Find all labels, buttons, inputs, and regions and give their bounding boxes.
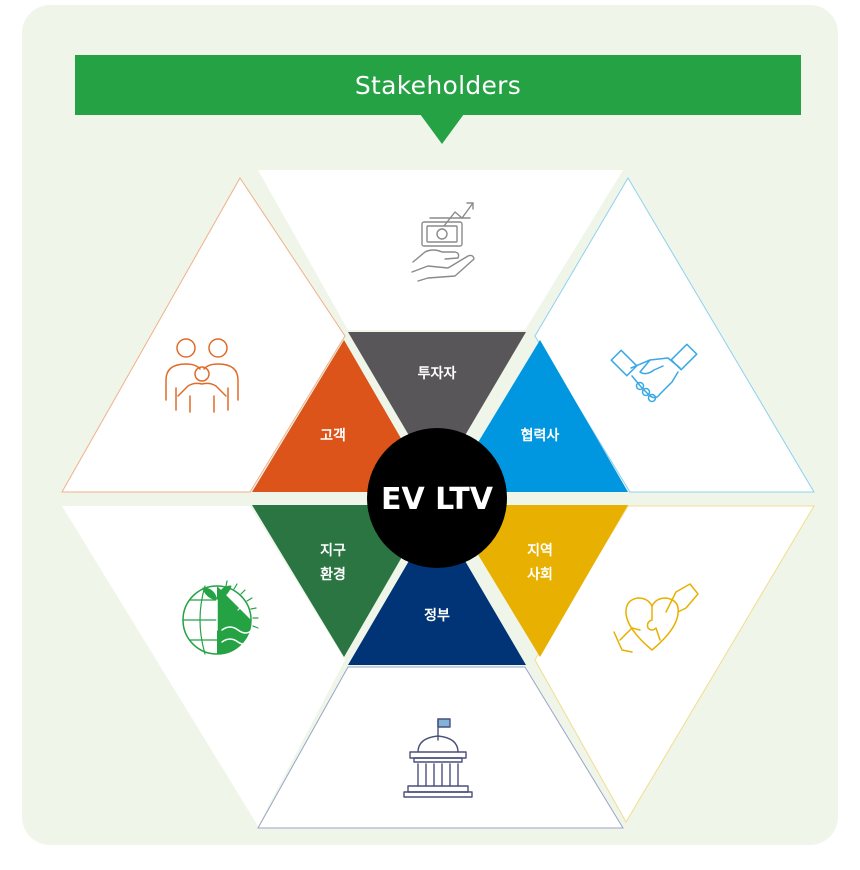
segment-partners (448, 340, 628, 492)
government-building-icon (403, 718, 473, 798)
outer-panel-investors (258, 170, 623, 330)
label-environment-line2: 환경 (320, 566, 346, 583)
center-label: EV LTV (381, 482, 494, 517)
investment-money-icon (411, 202, 475, 282)
heart-puzzle-hands-icon (613, 583, 699, 653)
label-community-line1: 지역 (527, 542, 553, 559)
segment-government (348, 513, 526, 665)
label-government: 정부 (424, 607, 450, 624)
earth-plant-icon (182, 580, 259, 655)
label-community-line2: 사회 (527, 567, 553, 583)
banner-pointer (420, 114, 464, 144)
segment-investors (348, 332, 526, 483)
handshake-icon (610, 343, 698, 403)
label-investors: 투자자 (418, 366, 457, 382)
center-circle (367, 428, 507, 568)
label-customers: 고객 (320, 427, 346, 444)
outer-panel-environment (62, 506, 345, 826)
outer-panel-government (257, 666, 624, 829)
stakeholders-banner: Stakeholders (75, 55, 801, 115)
banner-title: Stakeholders (354, 70, 522, 100)
family-people-icon (165, 338, 239, 413)
label-environment-line1: 지구 (320, 543, 346, 559)
outer-panel-customers (61, 177, 346, 493)
outer-panel-partners (534, 177, 815, 493)
segment-community (448, 505, 628, 657)
label-partners: 협력사 (521, 428, 560, 444)
